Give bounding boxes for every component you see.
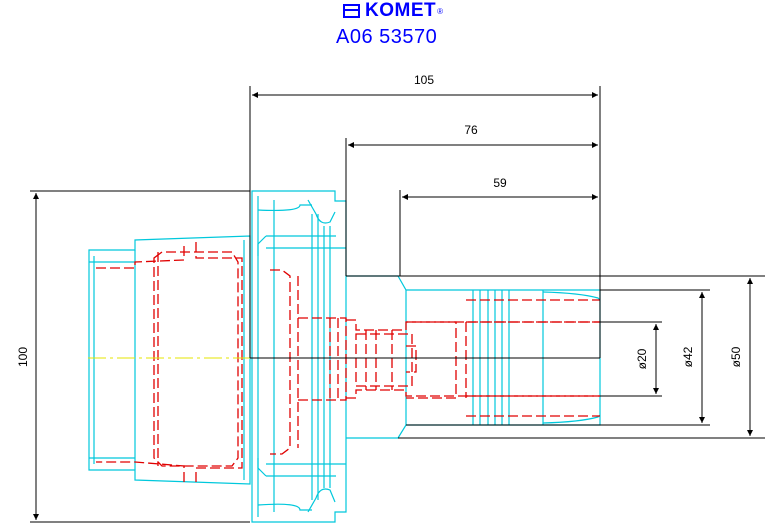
dim-d20-label: ø20 [635,348,649,369]
extension-lines [30,86,765,523]
registered-mark: ® [437,6,444,16]
komet-box-icon [343,4,360,18]
hidden-lines [96,242,600,482]
brand-name: KOMET [365,0,437,21]
dim-d42-label: ø42 [681,346,695,367]
dim-105-label: 105 [414,73,434,87]
dim-76-label: 76 [464,123,478,137]
dim-100-label: 100 [16,347,30,367]
dim-d50-label: ø50 [729,346,743,367]
tool-outline [88,190,601,523]
part-number: A06 53570 [336,26,438,48]
dim-59-label: 59 [493,176,507,190]
brand-logo: KOMET ® [343,0,443,22]
dimension-lines [33,92,753,520]
